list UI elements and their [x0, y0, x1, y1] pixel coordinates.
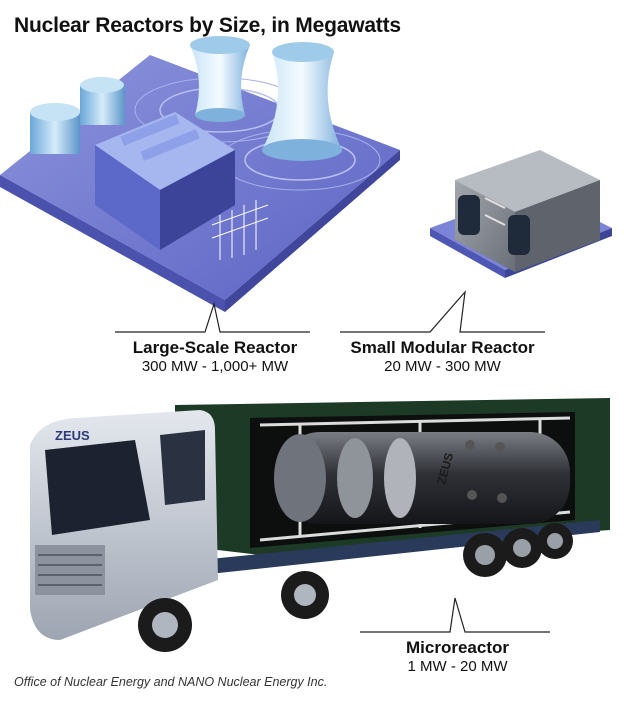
callout-micro — [360, 597, 550, 633]
microreactor-range: 1 MW - 20 MW — [407, 658, 508, 675]
smr-name: Small Modular Reactor — [350, 338, 535, 357]
large-reactor-range: 300 MW - 1,000+ MW — [141, 358, 289, 375]
smr-vessel-1 — [458, 195, 480, 235]
trailer-wheels — [463, 523, 573, 577]
callout-large — [115, 301, 310, 333]
microreactor-name: Microreactor — [406, 638, 509, 657]
microreactor-label: Microreactor 1 MW - 20 MW — [360, 638, 555, 675]
large-reactor-illustration — [0, 36, 400, 312]
truck-windshield — [45, 440, 150, 535]
callout-smr — [340, 290, 545, 333]
microreactor-truck-illustration: ZEUS ZEUS — [30, 398, 610, 652]
cooling-tower-2 — [262, 52, 342, 150]
image-credit: Office of Nuclear Energy and NANO Nuclea… — [14, 675, 328, 689]
smr-label: Small Modular Reactor 20 MW - 300 MW — [335, 338, 550, 375]
cab-logo: ZEUS — [55, 428, 90, 443]
page-title: Nuclear Reactors by Size, in Megawatts — [14, 14, 401, 37]
smr-illustration — [430, 150, 612, 278]
large-reactor-label: Large-Scale Reactor 300 MW - 1,000+ MW — [110, 338, 320, 375]
callout-lines — [115, 290, 550, 633]
plant-base-side-left — [0, 175, 225, 312]
smr-range: 20 MW - 300 MW — [384, 358, 501, 375]
plant-base-side-right — [225, 150, 400, 312]
smr-vessel-2 — [508, 215, 530, 255]
cooling-tower-1 — [190, 45, 250, 115]
large-reactor-name: Large-Scale Reactor — [132, 338, 298, 357]
